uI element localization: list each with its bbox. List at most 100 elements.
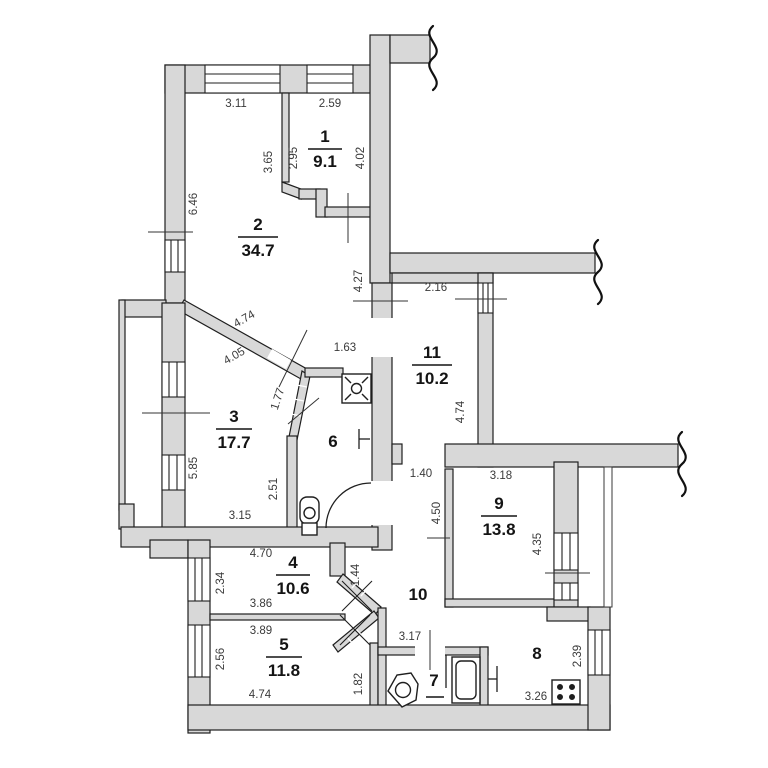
wall — [281, 181, 302, 200]
wall — [187, 704, 611, 731]
bathtub-icon — [451, 656, 481, 704]
neighbour-outline — [603, 466, 613, 608]
wall — [118, 503, 135, 530]
wall — [118, 299, 126, 511]
dimension-text: 2.59 — [319, 98, 341, 110]
dimension-text: 2.95 — [288, 147, 300, 169]
wall — [281, 92, 290, 183]
room-number: 10 — [409, 585, 428, 604]
break-squiggle — [593, 238, 603, 306]
dimension-text: 3.26 — [525, 691, 547, 703]
room-area: 34.7 — [241, 241, 274, 260]
wall — [177, 299, 308, 380]
room-number: 5 — [279, 635, 288, 654]
dimension-text: 5.85 — [188, 457, 200, 479]
dimension-text: 3.11 — [225, 98, 247, 110]
toilet-icon — [299, 496, 320, 536]
wall — [329, 542, 346, 577]
wall — [161, 302, 186, 548]
wall — [377, 607, 387, 711]
dimension-text: 6.46 — [188, 193, 200, 215]
wall — [288, 370, 311, 441]
dimension-text: 3.17 — [399, 631, 421, 643]
room-labels: 1 9.1 2 34.7 3 17.7 4 10.6 5 11.8 6 7 — [216, 127, 542, 698]
window — [553, 532, 579, 571]
room-area: 13.8 — [482, 520, 515, 539]
room-number: 9 — [494, 494, 503, 513]
windows — [161, 64, 611, 678]
wall — [369, 642, 379, 708]
room-label-10: 10 — [409, 585, 428, 604]
door-gap — [267, 349, 291, 369]
room-label-6: 6 — [328, 432, 337, 451]
room-number: 6 — [328, 432, 337, 451]
dimension-text: 4.74 — [232, 308, 258, 330]
door-arc — [325, 482, 372, 529]
wall — [479, 646, 489, 711]
fixtures — [299, 373, 581, 708]
window — [587, 629, 611, 676]
wall — [304, 367, 344, 378]
room-number: 7 — [429, 671, 438, 690]
dimension-text: 3.86 — [250, 598, 272, 610]
room-number: 2 — [253, 215, 262, 234]
break-squiggle — [677, 430, 687, 498]
dimension-text: 3.65 — [263, 151, 275, 173]
door-swings — [325, 482, 447, 688]
radiator-icon — [488, 666, 498, 692]
wall — [389, 252, 596, 274]
ventilation-fan-icon — [341, 373, 372, 404]
room-area: 11.8 — [268, 661, 300, 680]
room-area: 10.6 — [276, 579, 309, 598]
dimension-text: 3.18 — [490, 470, 512, 482]
room-label-4: 4 10.6 — [276, 553, 310, 598]
wall — [209, 613, 346, 621]
room-area: 9.1 — [313, 152, 337, 171]
room-area: 10.2 — [415, 369, 448, 388]
wall — [149, 539, 189, 559]
door-gap — [371, 481, 393, 525]
window — [187, 557, 211, 602]
wall-break-squiggles — [428, 24, 687, 498]
room-label-7: 7 — [426, 671, 444, 698]
window — [306, 64, 354, 94]
wall — [546, 606, 591, 622]
dimension-text: 1.63 — [334, 342, 356, 354]
room-area: 17.7 — [217, 433, 250, 452]
sink-icon — [387, 672, 419, 708]
radiator-icon — [358, 429, 370, 449]
stove-icon — [551, 679, 581, 705]
room-number: 8 — [532, 644, 541, 663]
window — [477, 282, 494, 314]
room-number: 3 — [229, 407, 238, 426]
wall — [391, 443, 403, 465]
dimension-text: 2.56 — [215, 648, 227, 670]
wall — [389, 34, 431, 64]
room-number: 4 — [288, 553, 298, 572]
dimension-text: 1.40 — [410, 468, 432, 480]
dimension-text: 4.50 — [431, 502, 443, 524]
window — [187, 624, 211, 678]
dimension-text: 2.39 — [572, 645, 584, 667]
room-number: 1 — [320, 127, 329, 146]
room-number: 11 — [423, 343, 441, 362]
dimension-text: 2.34 — [215, 571, 227, 594]
dimension-text: 4.05 — [222, 346, 247, 368]
wall — [286, 435, 298, 533]
wall — [369, 34, 391, 284]
door-cross-mark — [339, 580, 373, 646]
dimension-text: 4.70 — [250, 548, 272, 560]
dimension-text: 4.02 — [355, 147, 367, 169]
room-label-8: 8 — [532, 644, 541, 663]
wall — [121, 299, 167, 318]
dimension-text: 4.35 — [532, 533, 544, 555]
window — [204, 64, 281, 94]
room-label-3: 3 17.7 — [216, 407, 252, 452]
window — [161, 361, 186, 398]
dimension-text: 2.16 — [425, 282, 447, 294]
dimension-text: 4.74 — [249, 689, 272, 701]
room-label-2: 2 34.7 — [238, 215, 278, 260]
room-label-5: 5 11.8 — [266, 635, 302, 680]
